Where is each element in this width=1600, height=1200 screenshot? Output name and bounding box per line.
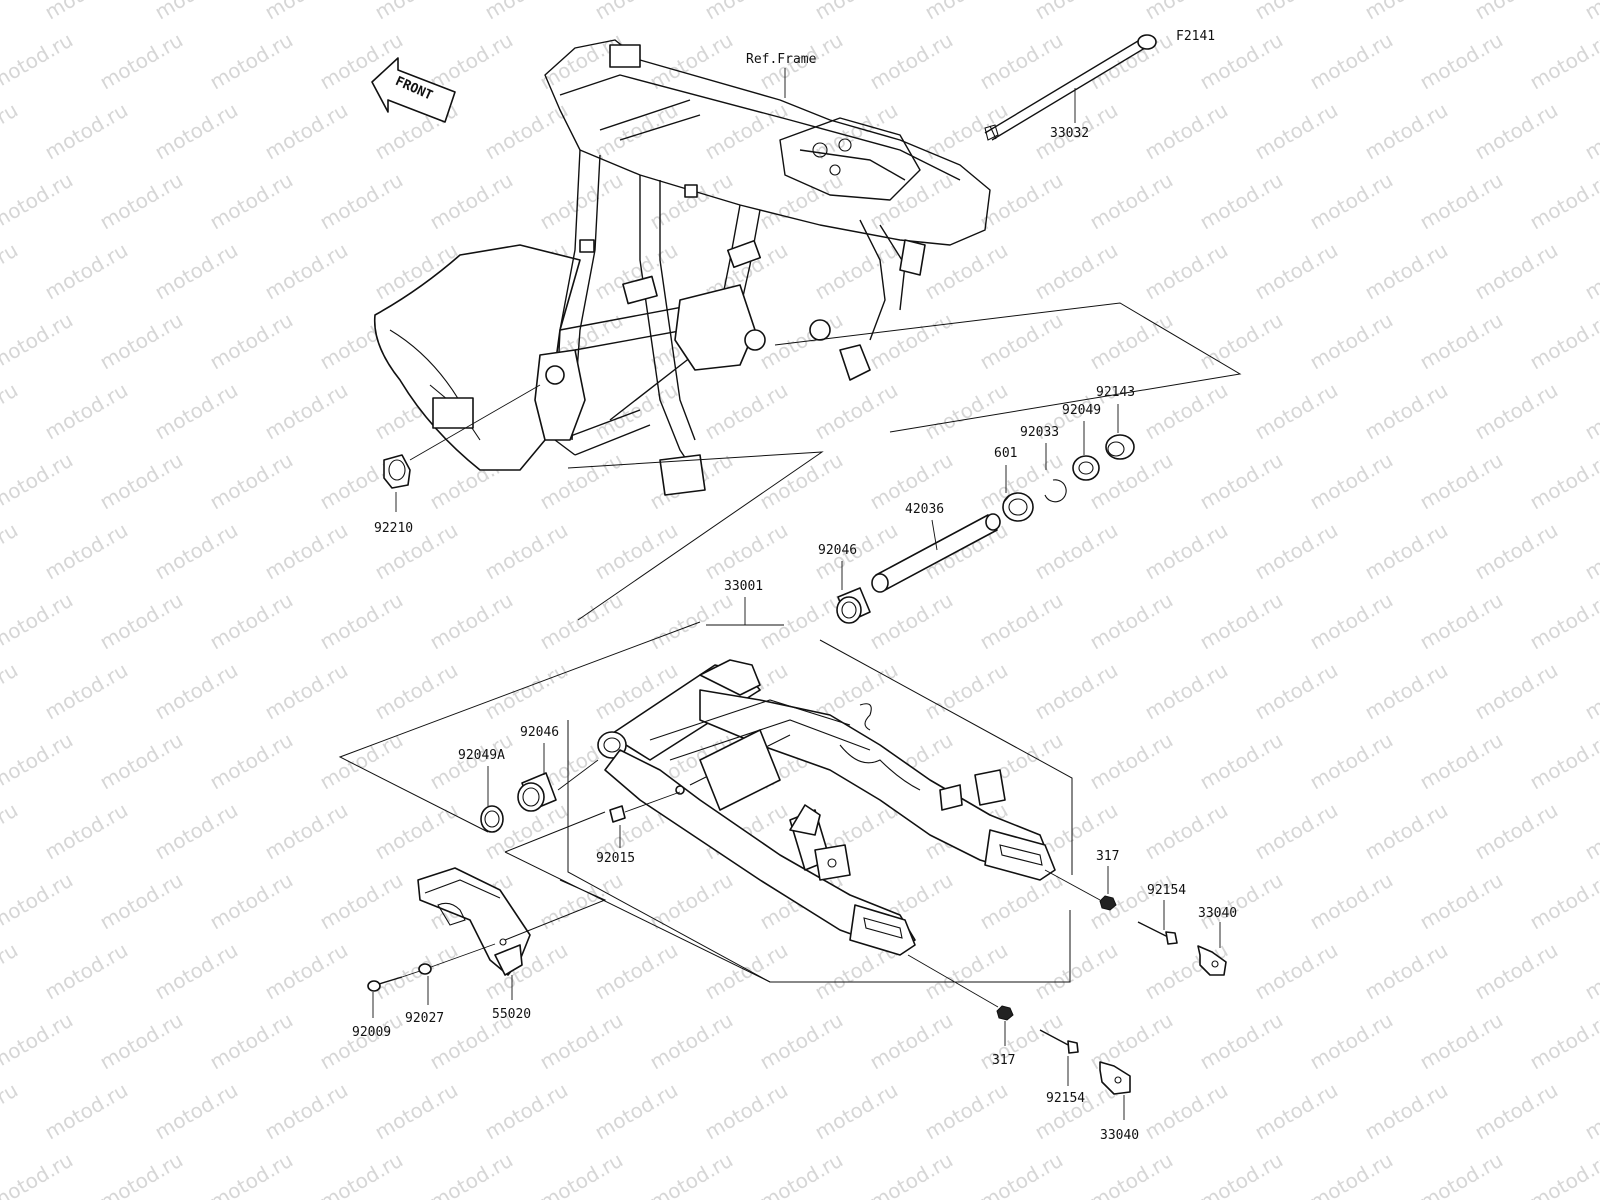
label-317-right: 317 [1096, 849, 1119, 864]
label-55020: 55020 [492, 1007, 531, 1022]
label-601: 601 [994, 446, 1017, 461]
swingarm-33001 [597, 659, 1056, 956]
label-92143: 92143 [1096, 385, 1135, 400]
figure-code: F2141 [1176, 29, 1215, 44]
needle-bearing-92046-left [517, 772, 557, 812]
label-92049: 92049 [1062, 403, 1101, 418]
label-317-bottom: 317 [992, 1053, 1015, 1068]
screw-92009 [367, 976, 403, 992]
label-92027: 92027 [405, 1011, 444, 1026]
label-92154-right: 92154 [1147, 883, 1186, 898]
washer-92027 [418, 963, 432, 975]
bushing-92210 [383, 454, 411, 489]
pivot-shaft-33032 [984, 34, 1157, 141]
seal-92049 [1072, 455, 1100, 481]
label-92154-bottom: 92154 [1046, 1091, 1085, 1106]
frame-reference-label: Ref.Frame [746, 52, 817, 67]
label-33040-right: 33040 [1198, 906, 1237, 921]
needle-bearing-92046-top [836, 587, 871, 624]
frame-assembly [373, 39, 991, 496]
chain-adjuster-33040-right [1197, 945, 1227, 976]
snap-ring-92033 [1044, 479, 1067, 503]
label-92046-left: 92046 [520, 725, 559, 740]
collar-92143 [1105, 434, 1135, 460]
chain-guide-55020 [417, 867, 531, 976]
label-92015: 92015 [596, 851, 635, 866]
label-92009: 92009 [352, 1025, 391, 1040]
nut-317-right [1099, 895, 1117, 911]
plug-92015 [609, 805, 626, 823]
label-92049A: 92049A [458, 748, 505, 763]
label-33040-bottom: 33040 [1100, 1128, 1139, 1143]
label-33032: 33032 [1050, 126, 1089, 141]
sleeve-42036 [871, 513, 1001, 593]
nut-317-bottom [996, 1005, 1014, 1021]
chain-adjuster-33040-bottom [1099, 1061, 1131, 1095]
bearing-601 [1002, 492, 1034, 522]
bolt-92154-bottom [1039, 1029, 1079, 1054]
label-92210: 92210 [374, 521, 413, 536]
label-42036: 42036 [905, 502, 944, 517]
bolt-92154-right [1137, 921, 1178, 945]
label-33001: 33001 [724, 579, 763, 594]
label-92046-top: 92046 [818, 543, 857, 558]
seal-92049A [480, 805, 504, 833]
label-92033: 92033 [1020, 425, 1059, 440]
